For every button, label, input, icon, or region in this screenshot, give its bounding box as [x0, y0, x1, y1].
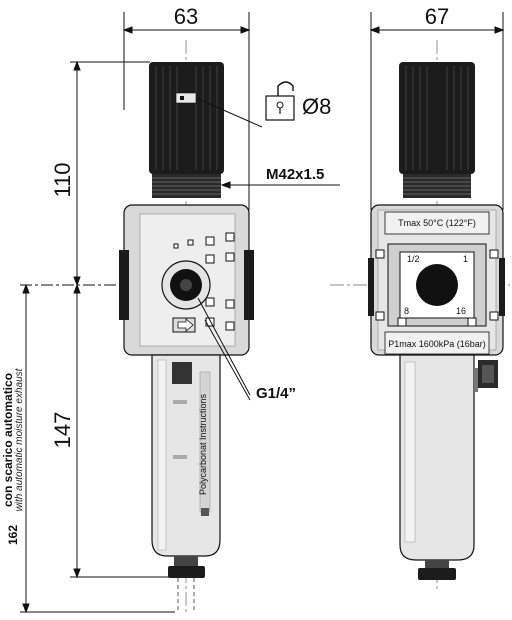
bowl-side — [399, 354, 498, 561]
body-front — [119, 204, 254, 356]
dimension-width-side — [369, 12, 505, 210]
drain-front — [168, 556, 205, 612]
pmax-label: P1max 1600kPa (16bar) — [388, 339, 486, 349]
thread-neck-front — [152, 174, 221, 198]
dimension-height-total — [20, 283, 175, 614]
dimension-width-front-label: 63 — [174, 4, 198, 29]
knob-front — [149, 62, 224, 174]
lock-size-label: Ø8 — [302, 94, 331, 119]
gauge-left-label: 1/2 — [407, 254, 420, 264]
thread-neck-side — [403, 174, 471, 198]
bowl-front — [151, 354, 221, 557]
dimension-height-lower — [70, 283, 170, 579]
total-note-english: with automatic moisture exhaust — [14, 367, 25, 511]
dimension-height-total-label: 162 — [6, 525, 20, 545]
dimension-height-upper-label: 110 — [50, 162, 75, 197]
bowl-instructions-text: Polycarbonat Instructions — [198, 393, 208, 495]
thread-label: M42x1.5 — [266, 166, 324, 183]
callout-lock-leader — [195, 97, 263, 128]
dimension-width-side-label: 67 — [425, 4, 449, 29]
callout-port-leader — [197, 297, 251, 401]
body-side — [368, 204, 505, 356]
callout-thread-leader — [220, 181, 340, 189]
drain-side — [418, 560, 456, 580]
gauge-right-label: 1 — [463, 254, 468, 264]
total-note-italian: con scarico automatico — [1, 373, 15, 507]
port-label: G1/4” — [256, 385, 296, 402]
gauge-small-a-label: 8 — [404, 306, 409, 316]
gauge-small-b-label: 16 — [456, 306, 466, 316]
side-view: Tmax 50°C (122°F) P1max 1600kPa (16bar) … — [330, 40, 510, 590]
tmax-label: Tmax 50°C (122°F) — [398, 218, 476, 228]
dimension-width-front — [122, 12, 251, 210]
lock-icon — [265, 81, 295, 121]
front-view: Polycarbonat Instructions — [119, 40, 254, 615]
dimension-height-lower-label: 147 — [50, 412, 75, 449]
knob-side — [399, 62, 475, 174]
